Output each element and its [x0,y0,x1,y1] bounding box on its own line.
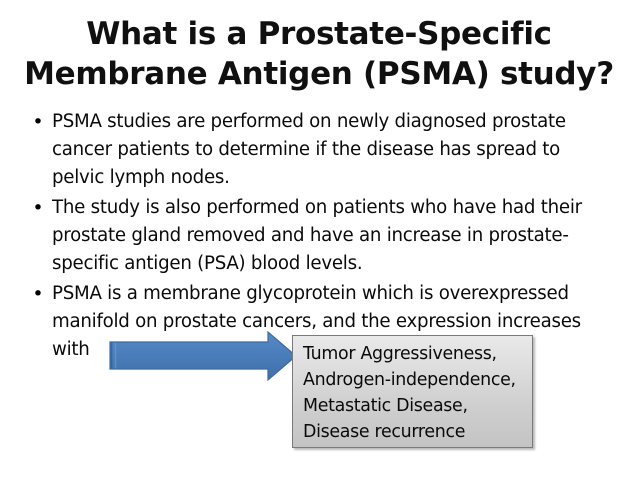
bullet-point-icon: • [32,111,44,133]
bullet-text-3: PSMA is a membrane glycoprotein which is… [52,283,581,360]
title-line-1: What is a Prostate-Specific [86,16,552,52]
bullet-list: • PSMA studies are performed on newly di… [24,108,616,366]
bullet-point-icon: • [32,283,44,305]
title-line-2: Membrane Antigen (PSMA) study? [24,56,614,92]
bullet-point-icon: • [32,197,44,219]
callout-box: Tumor Aggressiveness, Androgen-independe… [292,335,533,448]
callout-line-3: Metastatic Disease, [303,396,468,416]
callout-line-4: Disease recurrence [303,422,466,442]
slide-title: What is a Prostate-Specific Membrane Ant… [18,14,620,94]
list-item: • PSMA is a membrane glycoprotein which … [24,280,616,364]
bullet-text-1: PSMA studies are performed on newly diag… [52,111,566,188]
list-item: • The study is also performed on patient… [24,194,616,278]
callout-line-2: Androgen-independence, [303,370,516,390]
list-item: • PSMA studies are performed on newly di… [24,108,616,192]
callout-line-1: Tumor Aggressiveness, [303,344,497,364]
bullet-text-2: The study is also performed on patients … [52,197,582,274]
